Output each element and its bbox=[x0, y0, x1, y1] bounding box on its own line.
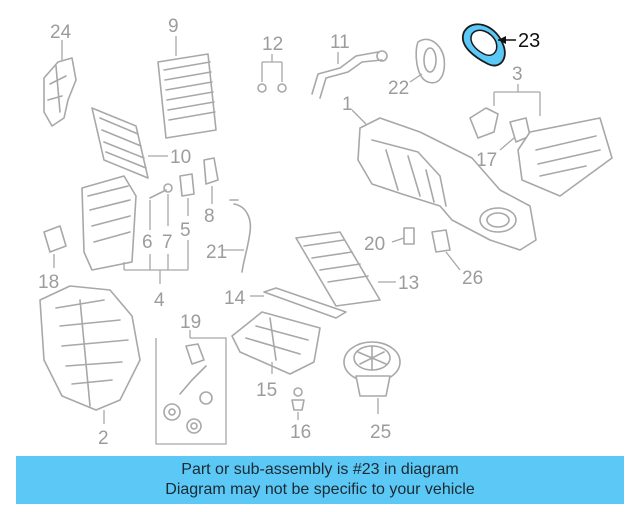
callout-7[interactable]: 7 bbox=[162, 232, 173, 253]
callout-11[interactable]: 11 bbox=[330, 32, 350, 53]
callout-10[interactable]: 10 bbox=[170, 147, 191, 168]
callout-3[interactable]: 3 bbox=[512, 64, 523, 85]
part-19-kit bbox=[155, 330, 227, 445]
callout-23[interactable]: 23 bbox=[518, 30, 540, 52]
part-9-heater-core bbox=[157, 36, 217, 139]
part-12-clips bbox=[257, 54, 287, 93]
callout-24[interactable]: 24 bbox=[50, 22, 72, 43]
callout-14[interactable]: 14 bbox=[224, 288, 246, 309]
info-banner: Part or sub-assembly is #23 in diagram D… bbox=[16, 456, 624, 504]
part-13-cabin-filter bbox=[295, 231, 396, 307]
callout-5[interactable]: 5 bbox=[180, 220, 191, 241]
part-11-pipes bbox=[311, 50, 388, 99]
part-26-resistor bbox=[431, 229, 461, 271]
part-24-bracket bbox=[43, 40, 77, 127]
callout-4[interactable]: 4 bbox=[154, 290, 165, 311]
callout-8[interactable]: 8 bbox=[204, 206, 215, 227]
callout-17[interactable]: 17 bbox=[476, 150, 497, 171]
callout-25[interactable]: 25 bbox=[370, 422, 391, 443]
part-10-evaporator bbox=[91, 107, 168, 179]
callout-13[interactable]: 13 bbox=[398, 273, 419, 294]
callout-12[interactable]: 12 bbox=[262, 34, 283, 55]
part-14-seal-strip bbox=[250, 287, 347, 319]
part-18-clip bbox=[43, 225, 67, 268]
part-20-sensor bbox=[391, 227, 415, 245]
callout-2[interactable]: 2 bbox=[98, 428, 109, 449]
part-1-housing bbox=[351, 109, 537, 251]
callout-18[interactable]: 18 bbox=[38, 272, 59, 293]
part-3-actuators bbox=[469, 107, 613, 197]
part-16-screw bbox=[291, 387, 305, 420]
part-22-gasket bbox=[409, 38, 446, 84]
callout-19[interactable]: 19 bbox=[180, 312, 201, 333]
callout-26[interactable]: 26 bbox=[462, 268, 483, 289]
part-4-filter-housing bbox=[81, 175, 189, 284]
part-5-8-small-parts bbox=[149, 157, 219, 230]
part-23-seal-highlighted[interactable] bbox=[461, 23, 516, 67]
parts-diagram: 24 9 10 12 11 22 bbox=[38, 16, 613, 449]
part-2-lower-housing bbox=[39, 285, 141, 424]
callout-20[interactable]: 20 bbox=[364, 234, 385, 255]
callout-1[interactable]: 1 bbox=[342, 94, 353, 115]
callout-6[interactable]: 6 bbox=[142, 232, 153, 253]
callout-15[interactable]: 15 bbox=[256, 380, 277, 401]
part-15-tray bbox=[231, 311, 321, 375]
part-3-leads bbox=[493, 84, 541, 116]
banner-line-2: Diagram may not be specific to your vehi… bbox=[165, 481, 475, 498]
part-25-blower bbox=[343, 341, 401, 414]
callout-22[interactable]: 22 bbox=[388, 78, 409, 99]
banner-line-1: Part or sub-assembly is #23 in diagram bbox=[181, 461, 459, 478]
callout-21[interactable]: 21 bbox=[206, 242, 227, 263]
part-21-hose bbox=[222, 199, 252, 273]
callout-16[interactable]: 16 bbox=[290, 422, 311, 443]
callout-9[interactable]: 9 bbox=[168, 16, 179, 37]
